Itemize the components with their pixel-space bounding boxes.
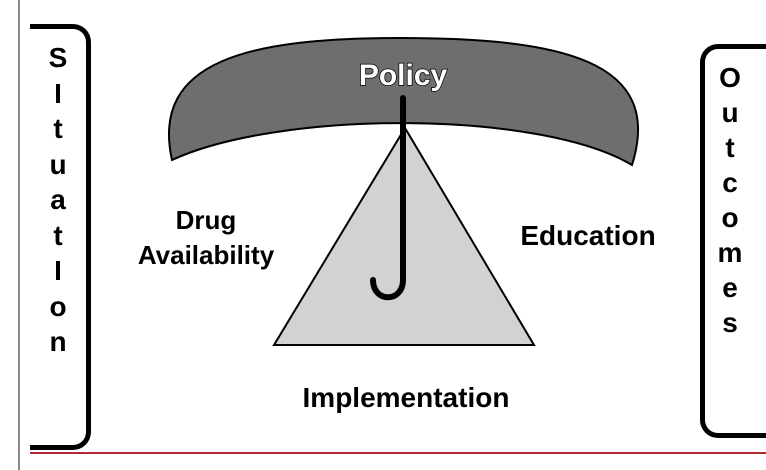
situation-letter: t — [53, 113, 63, 144]
outcomes-letter: o — [721, 202, 739, 233]
situation-box — [30, 24, 91, 450]
situation-letter: I — [54, 255, 62, 286]
policy-label: Policy — [359, 59, 448, 92]
outcomes-letter: O — [719, 62, 741, 93]
outcomes-letter: c — [722, 167, 738, 198]
situation-letter: u — [49, 148, 67, 180]
outcomes-letter: e — [722, 272, 738, 303]
situation-letter: n — [49, 326, 67, 357]
umbrella-handle — [370, 95, 406, 301]
outcomes-box — [700, 44, 766, 438]
outcomes-letter: s — [722, 307, 738, 338]
situation-letter: S — [48, 42, 68, 73]
situation-letter: o — [49, 290, 67, 322]
situation-letter: t — [53, 219, 63, 251]
outcomes-letter: u — [721, 97, 739, 128]
outcomes-letter: t — [725, 132, 735, 163]
bottom-accent-rule — [30, 452, 766, 454]
implementation-label: Implementation — [303, 382, 510, 413]
situation-letter: a — [50, 184, 66, 215]
availability-label-line2: Availability — [138, 240, 275, 270]
situation-letter: I — [54, 77, 62, 109]
education-label: Education — [520, 220, 655, 251]
page-margin-line — [18, 0, 20, 470]
outcomes-letter: m — [717, 237, 743, 268]
drug-label-line1: Drug — [176, 205, 237, 235]
